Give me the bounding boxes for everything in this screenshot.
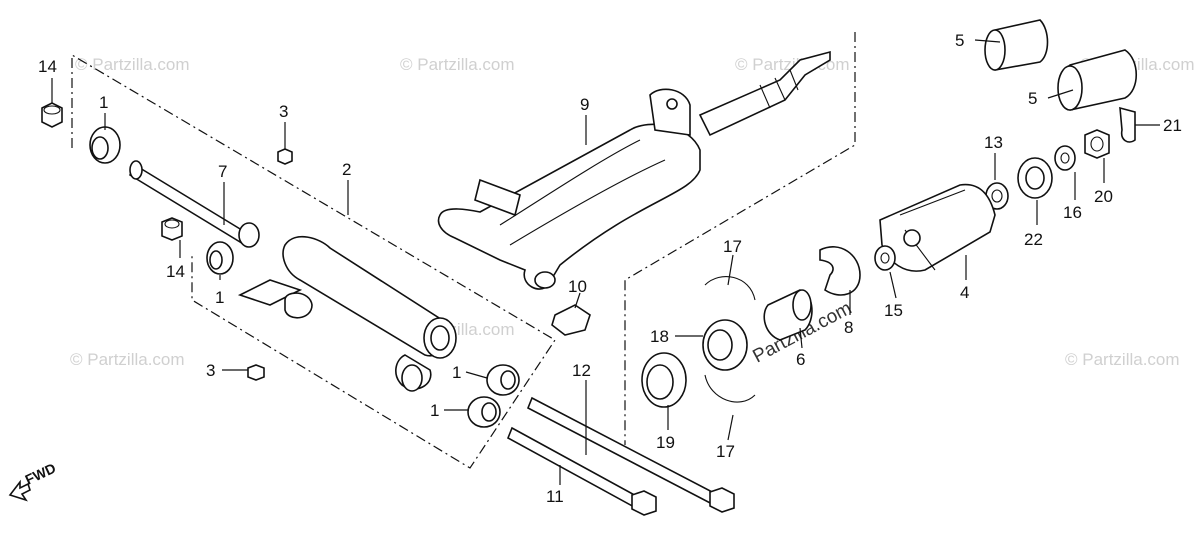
callout-17: 17 <box>716 442 735 461</box>
part-nut-3 <box>277 148 293 165</box>
callout-12: 11 <box>546 487 564 506</box>
callout-4: 4 <box>960 283 969 302</box>
part-nut-3 <box>247 364 265 381</box>
callout-15: 15 <box>884 301 903 320</box>
watermark: © Partzilla.com <box>70 350 185 369</box>
assembly-boundary-right <box>624 32 856 445</box>
callout-20: 20 <box>1094 187 1113 206</box>
part-circlip-17 <box>704 276 756 301</box>
part-washer-16 <box>1054 145 1076 171</box>
callout-1: 1 <box>99 93 108 112</box>
callout-1: 1 <box>452 363 461 382</box>
callout-6: 6 <box>796 350 805 369</box>
part-collar-6 <box>763 289 813 341</box>
callout-18: 18 <box>650 327 669 346</box>
part-plate-8 <box>819 246 861 296</box>
part-damper-5 <box>984 19 1049 71</box>
fwd-arrow-icon: FWD <box>8 460 59 502</box>
part-washer-15 <box>874 245 896 271</box>
part-nut-14 <box>41 102 63 128</box>
callout-3: 3 <box>206 361 215 380</box>
callout-2: 2 <box>342 160 351 179</box>
callout-19: 19 <box>656 433 675 452</box>
part-hanger-tube-2 <box>237 235 457 392</box>
part-bearing-18 <box>702 319 748 371</box>
part-pivot-tube-7 <box>128 160 260 248</box>
callouts: 14 1 7 3 2 14 1 3 1 1 9 10 12 11 18 19 1… <box>38 31 1182 506</box>
part-bushing-1 <box>467 396 501 428</box>
watermark: © Partzilla.com <box>400 55 515 74</box>
part-bolt-13 <box>526 396 735 513</box>
callout-11: 13 <box>984 133 1003 152</box>
part-bearing-22 <box>1017 157 1053 199</box>
callout-7: 7 <box>218 162 227 181</box>
part-bolt-12 <box>506 426 657 516</box>
part-cotter-pin-21 <box>1119 106 1136 143</box>
part-circlip-17 <box>704 374 756 403</box>
callout-1: 1 <box>430 401 439 420</box>
part-oil-seal-19 <box>641 352 687 408</box>
part-bushing-1 <box>486 364 520 396</box>
watermark: © Partzilla.com <box>75 55 190 74</box>
callout-22: 22 <box>1024 230 1043 249</box>
part-nut-20 <box>1084 129 1110 159</box>
part-nut-14 <box>161 217 183 241</box>
callout-17: 17 <box>723 237 742 256</box>
leader-lines <box>51 39 1160 485</box>
part-damper-5 <box>1057 49 1137 111</box>
callout-14: 14 <box>166 262 185 281</box>
callout-1: 1 <box>215 288 224 307</box>
fwd-label: FWD <box>23 460 59 488</box>
part-bushing-1 <box>89 126 121 164</box>
callout-16: 16 <box>1063 203 1082 222</box>
part-axle-holder-4 <box>879 183 996 272</box>
part-swingarm-9 <box>437 50 831 290</box>
callout-8: 8 <box>844 318 853 337</box>
callout-5: 5 <box>955 31 964 50</box>
callout-21: 21 <box>1163 116 1182 135</box>
part-bushing-1 <box>206 241 234 275</box>
callout-13: 12 <box>572 361 591 380</box>
watermark: © Partzilla.com <box>1065 350 1180 369</box>
part-clip-10 <box>551 304 591 336</box>
callout-3: 3 <box>279 102 288 121</box>
callout-5: 5 <box>1028 89 1037 108</box>
callout-10: 10 <box>568 277 587 296</box>
callout-14: 14 <box>38 57 57 76</box>
callout-9: 9 <box>580 95 589 114</box>
